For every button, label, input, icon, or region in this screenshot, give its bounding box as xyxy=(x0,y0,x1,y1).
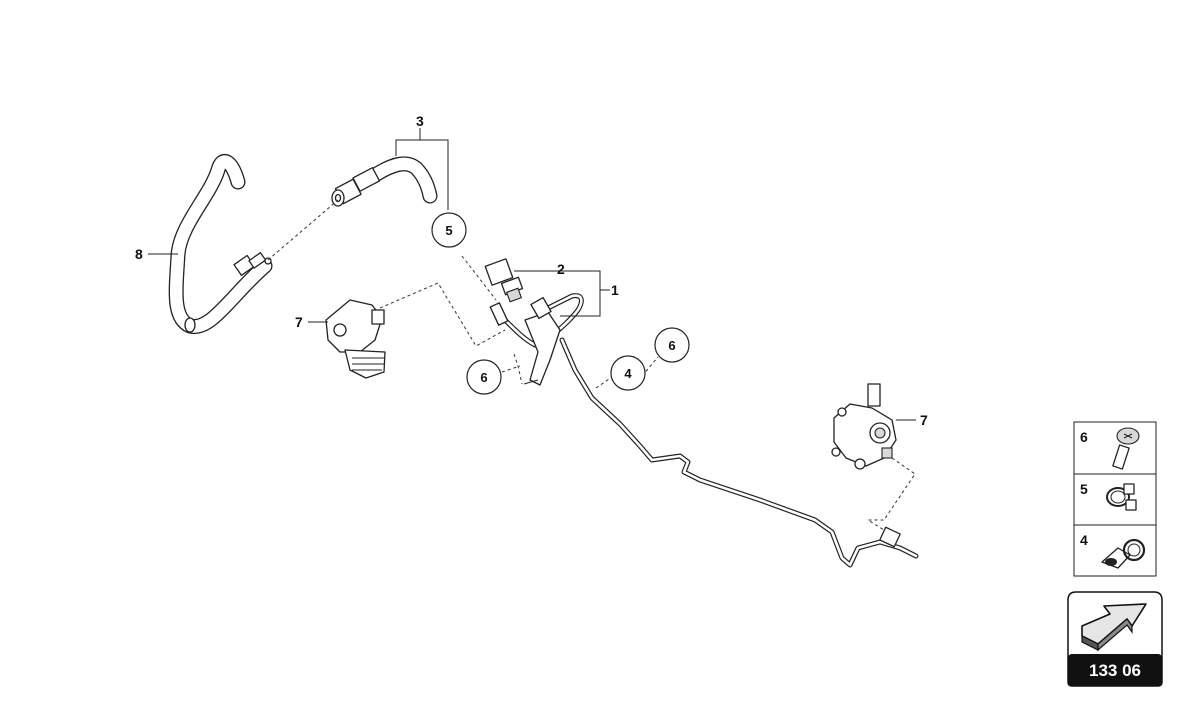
label-item-1: 1 xyxy=(611,282,619,298)
svg-text:4: 4 xyxy=(624,366,632,381)
legend-number: 5 xyxy=(1080,481,1088,497)
arrow-icon xyxy=(1081,603,1147,652)
hose-part-8 xyxy=(168,153,273,334)
hose-part-3 xyxy=(331,156,438,207)
callout-circle-6-right: 6 xyxy=(654,327,690,363)
legend-number: 6 xyxy=(1080,429,1088,445)
assembly-dashed-lines xyxy=(267,199,916,531)
fuel-pipe-part-1 xyxy=(489,293,919,568)
screw-icon xyxy=(1112,427,1140,470)
hose-clamp-icon xyxy=(1106,483,1137,511)
svg-text:5: 5 xyxy=(445,223,452,238)
high-pressure-pump-left-part-7 xyxy=(325,299,386,379)
label-item-7-right: 7 xyxy=(920,412,928,428)
label-item-2: 2 xyxy=(557,261,565,277)
label-leaders xyxy=(148,128,916,421)
label-item-8: 8 xyxy=(135,246,143,262)
legend-row-5: 5 xyxy=(1080,481,1137,511)
legend-row-4: 4 xyxy=(1080,532,1146,569)
svg-text:6: 6 xyxy=(668,338,675,353)
svg-text:6: 6 xyxy=(480,370,487,385)
pressure-sender-part-2 xyxy=(484,258,524,303)
reference-code-bar xyxy=(1068,654,1162,686)
callout-circle-6-left: 6 xyxy=(466,359,502,395)
label-item-3: 3 xyxy=(416,113,424,129)
callout-circle-4: 4 xyxy=(610,355,646,391)
reference-code: 133 06 xyxy=(1089,661,1141,680)
p-clip-icon xyxy=(1101,538,1146,569)
callout-circle-5: 5 xyxy=(431,212,467,248)
high-pressure-pump-right-part-7 xyxy=(831,383,897,470)
legend-number: 4 xyxy=(1080,532,1088,548)
label-item-7-left: 7 xyxy=(295,314,303,330)
reference-box: 133 06 xyxy=(1067,591,1163,687)
parts-legend: 6 5 4 xyxy=(1073,421,1157,577)
legend-row-6: 6 xyxy=(1080,427,1140,470)
